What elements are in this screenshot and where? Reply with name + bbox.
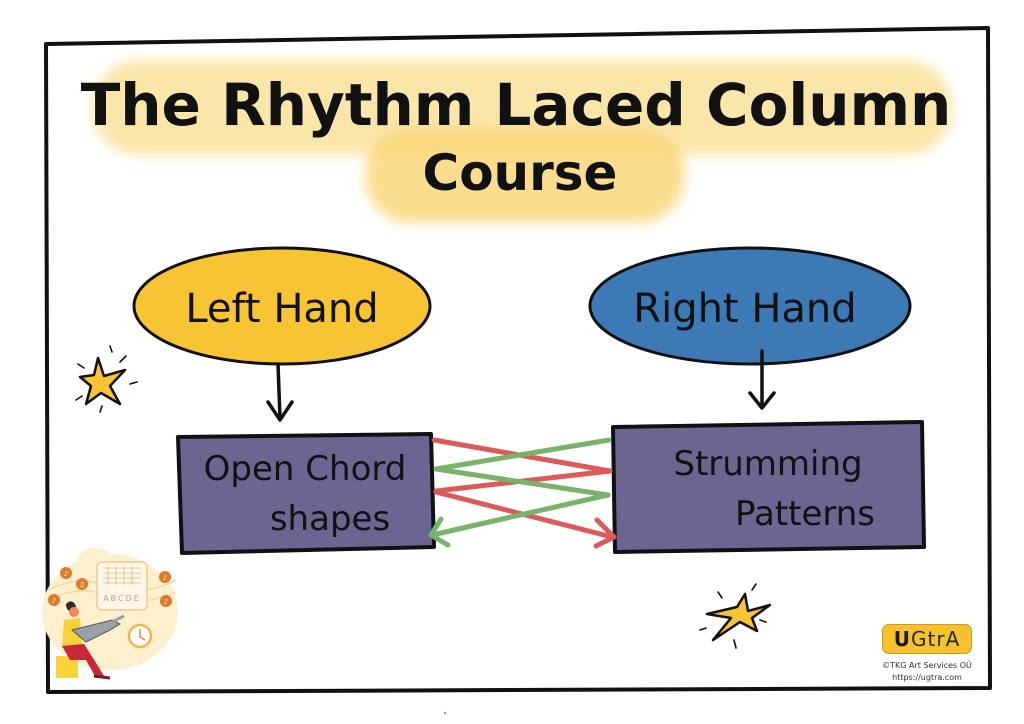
title-line-2: Course xyxy=(423,144,618,202)
open-chord-shapes-node: Open Chord shapes xyxy=(176,432,436,555)
copyright-text: ©TKG Art Services OÜ xyxy=(882,661,972,670)
svg-text:♪: ♪ xyxy=(164,598,168,606)
website-link[interactable]: https://ugtra.com xyxy=(892,673,962,682)
title-highlight xyxy=(92,60,952,223)
clock-icon xyxy=(127,623,153,649)
svg-text:♪: ♪ xyxy=(64,570,68,578)
green-lace-line xyxy=(433,466,611,498)
credit-block: ©TKG Art Services OÜ https://ugtra.com xyxy=(862,660,992,684)
svg-text:♪: ♪ xyxy=(52,597,56,605)
arrow-left-hand-to-open-chord xyxy=(266,362,294,422)
laced-connections xyxy=(428,437,617,549)
star-decoration-right xyxy=(699,583,772,649)
right-hand-label: Right Hand xyxy=(633,286,856,332)
red-arrowhead xyxy=(593,517,617,549)
strumming-line-2: Patterns xyxy=(735,494,875,534)
chord-chart-card: ABCDE xyxy=(96,561,148,611)
guitarist-illustration: ABCDE ♪ ♫ ♪ ♪ ♪ xyxy=(42,548,178,680)
logo-rest: GtrA xyxy=(911,627,961,651)
right-hand-node: Right Hand xyxy=(588,246,912,366)
strumming-line-1: Strumming xyxy=(673,444,862,484)
open-chord-line-2: shapes xyxy=(270,499,390,539)
green-arrowhead xyxy=(428,516,451,548)
chord-chart-letters: ABCDE xyxy=(103,594,141,603)
svg-text:♫: ♫ xyxy=(79,581,85,589)
title-line-1: The Rhythm Laced Column xyxy=(81,71,952,139)
green-lace-line xyxy=(433,437,612,472)
stray-dot xyxy=(443,711,447,715)
svg-text:♪: ♪ xyxy=(163,574,167,582)
arrow-right-hand-to-strumming xyxy=(748,349,776,410)
open-chord-line-1: Open Chord xyxy=(204,449,407,489)
green-lace-line xyxy=(429,492,611,538)
left-hand-label: Left Hand xyxy=(185,286,378,332)
strumming-patterns-node: Strumming Patterns xyxy=(611,420,926,554)
star-decoration-left xyxy=(75,345,138,413)
logo-prefix: U xyxy=(893,627,911,651)
left-hand-node: Left Hand xyxy=(132,246,432,366)
music-note-icon xyxy=(48,567,172,607)
